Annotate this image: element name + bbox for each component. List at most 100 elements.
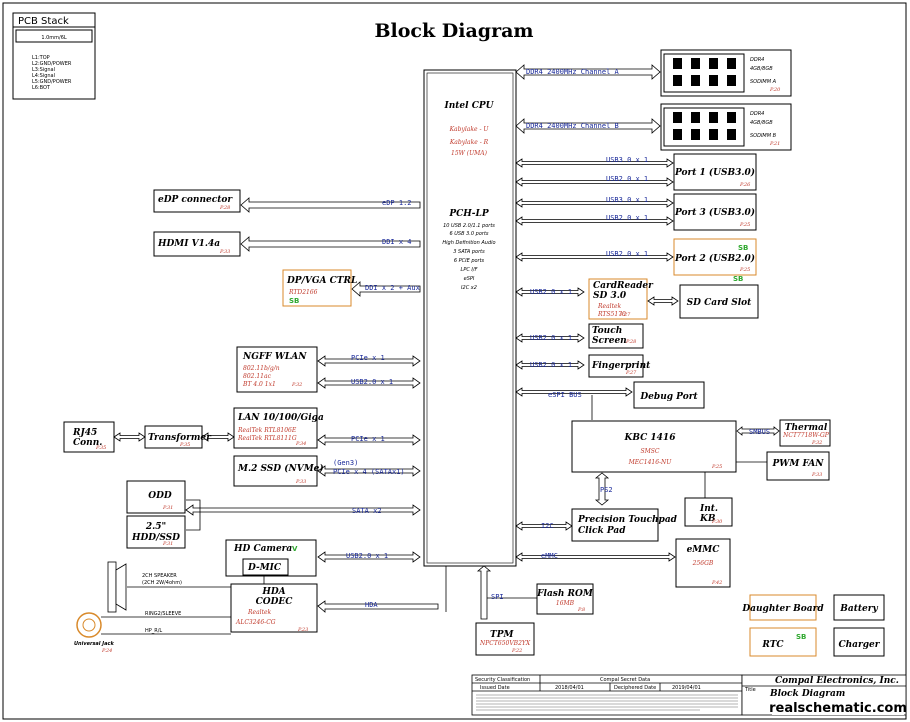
pcb-stack-box: PCB Stack 1.0mm/6L L1:TOP L2:GND/POWER L… <box>12 12 96 100</box>
svg-text:P.30: P.30 <box>711 519 723 525</box>
rtc: RTC SB <box>749 627 817 657</box>
edp-connector: eDP connector P.28 <box>153 189 241 213</box>
cpu-sub1: Kabylake - U <box>449 126 490 133</box>
svg-text:P.23: P.23 <box>297 627 308 633</box>
svg-text:Port 1 (USB3.0): Port 1 (USB3.0) <box>674 167 755 178</box>
svg-text:Realtek: Realtek <box>247 609 272 616</box>
kbc-chip: KBC 1416 SMSC MEC1416-NU P.25 <box>571 420 737 473</box>
svg-text:Issued Date: Issued Date <box>480 685 510 691</box>
svg-text:HDMI V1.4a: HDMI V1.4a <box>157 239 220 249</box>
svg-text:4GB/8GB: 4GB/8GB <box>750 66 773 72</box>
debug-port: Debug Port <box>633 381 705 409</box>
usb-port-3: Port 3 (USB3.0) P.25 <box>673 193 757 231</box>
svg-text:RJ45: RJ45 <box>72 428 97 438</box>
svg-text:P.20: P.20 <box>769 87 781 93</box>
svg-text:Realtek: Realtek <box>597 303 622 310</box>
emmc-bus: eMMC <box>515 552 676 562</box>
title-block: Security Classification Compal Secret Da… <box>471 674 907 716</box>
svg-text:NCT7718W-GP: NCT7718W-GP <box>782 432 830 439</box>
svg-text:DDR4 2400MHz Channel B: DDR4 2400MHz Channel B <box>526 122 619 130</box>
svg-text:P.25: P.25 <box>739 222 750 228</box>
svg-text:eMMC: eMMC <box>541 552 558 560</box>
svg-text:Precision Touchpad: Precision Touchpad <box>577 515 678 525</box>
svg-text:eMMC: eMMC <box>687 545 721 555</box>
espi-bus: eSPI BUS <box>515 387 633 420</box>
cardreader: CardReader SD 3.0 Realtek RTS5170 P.27 <box>588 278 654 320</box>
svg-text:Click Pad: Click Pad <box>578 526 626 536</box>
svg-text:P.33: P.33 <box>811 472 822 478</box>
svg-text:2019/04/01: 2019/04/01 <box>672 685 701 691</box>
svg-text:PCIe x 1: PCIe x 1 <box>351 354 385 362</box>
speaker: 2CH SPEAKER (2CH 2W/4ohm) <box>107 561 231 613</box>
svg-text:Block Diagram: Block Diagram <box>769 689 845 699</box>
svg-text:(2CH 2W/4ohm): (2CH 2W/4ohm) <box>142 580 182 586</box>
battery: Battery <box>833 594 885 621</box>
pcb-thickness: 1.0mm/6L <box>41 35 67 41</box>
svg-text:I2C: I2C <box>541 522 554 530</box>
svg-text:P.24: P.24 <box>101 648 112 654</box>
lan-controller: LAN 10/100/Giga RealTek RTL8106E RealTek… <box>233 407 324 449</box>
rj45-transformer-link <box>113 432 146 442</box>
cpu-power: 15W (UMA) <box>451 150 488 157</box>
flash-rom: Flash ROM 16MB P.8 <box>536 583 594 615</box>
svg-text:802.11ac: 802.11ac <box>243 373 272 380</box>
svg-text:P.32: P.32 <box>811 440 822 446</box>
pch-feature: 6 PCIE ports <box>454 258 485 264</box>
lan-bus: PCIe x 1 <box>317 434 421 446</box>
svg-text:USB2.0 x 1: USB2.0 x 1 <box>606 214 648 222</box>
page-title: Block Diagram <box>374 20 533 42</box>
pch-feature: LPC I/F <box>461 267 478 273</box>
emmc: eMMC 256GB P.42 <box>675 538 731 588</box>
svg-text:RING2/SLEEVE: RING2/SLEEVE <box>145 611 181 617</box>
transformer-lan-link <box>201 432 235 442</box>
svg-text:V: V <box>292 545 298 553</box>
svg-text:Fingerprint: Fingerprint <box>591 361 651 371</box>
svg-text:(Gen3): (Gen3) <box>333 459 358 467</box>
svg-text:KB: KB <box>699 514 716 524</box>
hda-codec: HDA CODEC Realtek ALC3246-CG P.23 <box>230 583 318 633</box>
pwm-fan: PWM FAN P.33 <box>766 451 830 481</box>
svg-text:Battery: Battery <box>839 604 878 614</box>
svg-text:Daughter Board: Daughter Board <box>741 604 824 614</box>
port2-usb-bus: USB2.0 x 1 <box>515 250 674 262</box>
watermark: realschematic.com <box>769 701 907 716</box>
odd: ODD P.31 <box>126 480 186 514</box>
svg-text:DP/VGA CTRL: DP/VGA CTRL <box>286 276 357 286</box>
svg-text:4GB/8GB: 4GB/8GB <box>750 120 773 126</box>
svg-text:P.25: P.25 <box>711 464 722 470</box>
svg-text:CODEC: CODEC <box>256 597 294 607</box>
svg-text:SMSC: SMSC <box>641 448 660 455</box>
svg-text:Touch: Touch <box>592 326 622 336</box>
svg-text:SMBUS: SMBUS <box>749 428 770 436</box>
svg-text:P.21: P.21 <box>769 141 780 147</box>
svg-text:HDA: HDA <box>261 587 285 597</box>
svg-text:SD Card Slot: SD Card Slot <box>687 298 753 308</box>
svg-text:Deciphered Date: Deciphered Date <box>614 685 656 691</box>
pch-feature: 10 USB 2.0/1.1 ports <box>443 223 495 229</box>
camera-bus: USB2.0 x 1 <box>317 551 421 563</box>
pch-feature: I2C x2 <box>461 285 477 291</box>
svg-text:LAN 10/100/Giga: LAN 10/100/Giga <box>237 413 324 423</box>
svg-text:DDI x 4: DDI x 4 <box>382 238 412 246</box>
svg-text:Thermal: Thermal <box>785 423 828 433</box>
universal-jack: Universal Jack P.24 RING2/SLEEVE HP_R/L <box>74 611 231 654</box>
port1-usb-buses: USB3.0 x 1 USB2.0 x 1 <box>515 156 674 187</box>
svg-text:MEC1416-NU: MEC1416-NU <box>628 459 673 466</box>
fingerprint-bus: USB2.0 x 1 <box>515 360 585 370</box>
pch-label: PCH-LP <box>448 209 488 219</box>
svg-text:PCIe x 4 (SATAx1): PCIe x 4 (SATAx1) <box>333 468 405 476</box>
smbus-link: SMBUS <box>736 426 780 436</box>
svg-text:D-MIC: D-MIC <box>247 563 282 573</box>
svg-text:Conn.: Conn. <box>73 438 102 448</box>
spi-bus: SPI <box>476 565 537 620</box>
pcb-layer: L6:BOT <box>32 85 51 91</box>
svg-text:Universal Jack: Universal Jack <box>74 641 114 647</box>
svg-text:16MB: 16MB <box>556 600 575 607</box>
svg-text:PS2: PS2 <box>600 486 613 494</box>
edp-bus: eDP 1.2 <box>240 197 421 213</box>
svg-text:HD Camera: HD Camera <box>233 544 292 554</box>
internal-keyboard: Int. KB P.30 <box>684 497 733 527</box>
svg-text:P.28: P.28 <box>219 205 230 211</box>
